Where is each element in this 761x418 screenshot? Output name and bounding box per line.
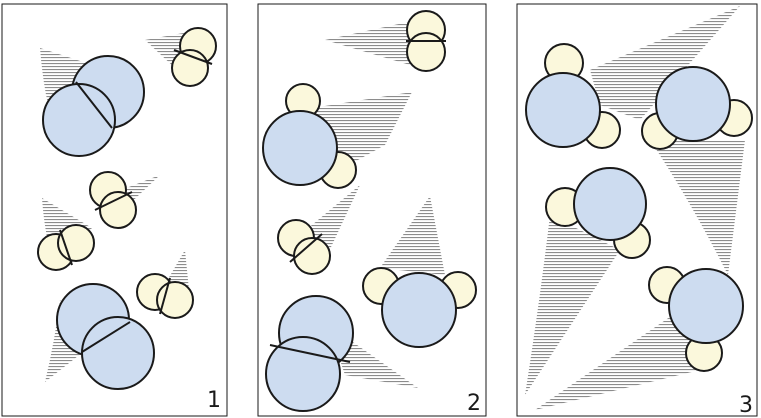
atom-boundary <box>75 81 113 129</box>
molecule-small-pair <box>277 219 331 275</box>
panel-1-label: 1 <box>207 388 221 413</box>
motion-trail <box>525 215 620 395</box>
motion-trail <box>380 196 445 275</box>
small-atom <box>406 32 446 72</box>
panel-3: 3 <box>516 3 758 418</box>
molecule-triatomic <box>362 267 477 348</box>
molecule-large-pair <box>265 295 354 412</box>
atom-boundary <box>159 277 171 315</box>
panel-3-label: 3 <box>739 393 753 418</box>
atom-boundary <box>269 344 351 363</box>
large-atom <box>655 66 731 142</box>
molecule-small-pair <box>171 27 217 87</box>
large-atom <box>81 316 155 390</box>
panel-1: 1 <box>1 3 228 417</box>
atom-boundary <box>173 49 213 65</box>
atom-boundary <box>59 229 73 266</box>
molecule-large-pair <box>56 283 155 390</box>
small-atom <box>99 191 137 229</box>
small-atom <box>293 237 331 275</box>
molecule-large-pair <box>42 55 145 157</box>
large-atom <box>668 268 744 344</box>
panel-2: 2 <box>257 3 487 417</box>
large-atom <box>381 272 457 348</box>
motion-trail <box>590 6 740 120</box>
large-atom <box>265 336 341 412</box>
molecule-triatomic <box>525 43 621 149</box>
large-atom <box>42 83 116 157</box>
motion-trail <box>320 300 418 388</box>
molecule-triatomic <box>641 66 753 150</box>
large-atom <box>262 110 338 186</box>
large-atom <box>525 72 601 148</box>
large-atom <box>573 167 647 241</box>
motion-trail <box>325 22 410 65</box>
panel-3-motion-trails <box>525 6 745 410</box>
molecule-small-pair <box>406 10 446 72</box>
atom-boundary <box>81 321 131 353</box>
motion-trail <box>535 310 700 410</box>
atom-boundary <box>94 191 133 211</box>
atom-boundary <box>289 233 323 263</box>
motion-trail <box>650 140 745 275</box>
molecule-small-pair <box>89 171 137 229</box>
molecule-small-pair <box>136 273 194 319</box>
panel-2-label: 2 <box>467 391 481 416</box>
molecule-triatomic <box>545 167 651 259</box>
molecule-triatomic <box>648 266 744 372</box>
small-atom <box>156 281 194 319</box>
molecule-small-pair <box>37 224 95 271</box>
molecule-triatomic <box>262 83 357 189</box>
